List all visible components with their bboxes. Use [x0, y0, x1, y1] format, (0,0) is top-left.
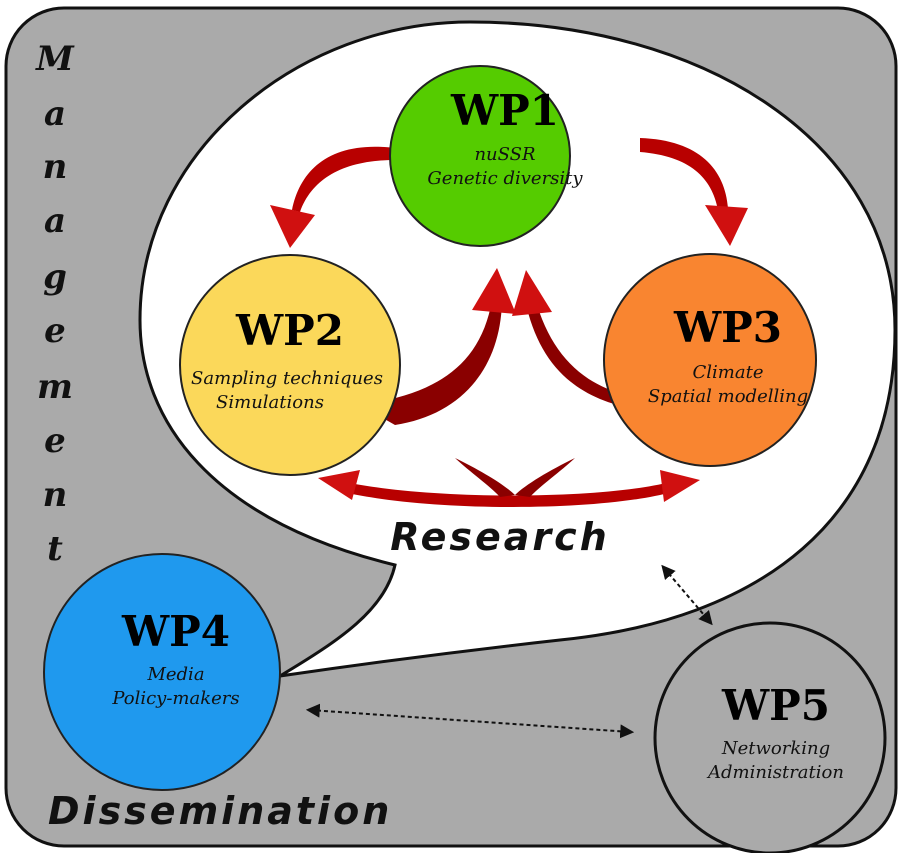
wp3-node: WP3 Climate Spatial modelling: [603, 253, 817, 467]
arrow-bottom-split-left: [455, 458, 515, 497]
wp5-line-2: Administration: [706, 762, 844, 783]
arrowhead-bottom-right: [660, 470, 700, 502]
management-letter: a: [44, 94, 66, 134]
wp3-circle: [603, 253, 817, 467]
arrow-wp1-to-wp2: [292, 146, 395, 212]
wp1-node: WP1 nuSSR Genetic diversity: [389, 65, 583, 247]
dashed-arrow-wp4-wp5: [305, 703, 635, 739]
arrowhead-wp2: [270, 205, 315, 248]
wp4-line-2: Policy-makers: [111, 688, 239, 709]
wp5-circle: [653, 621, 887, 853]
arrowhead-wp3: [705, 205, 748, 246]
management-letter: n: [43, 475, 68, 515]
wp2-line-1: Sampling techniques: [191, 368, 383, 389]
wp5-title: WP5: [721, 681, 830, 730]
management-letter: M: [35, 39, 75, 79]
wp4-circle: [43, 553, 281, 791]
wp1-line-2: Genetic diversity: [427, 168, 583, 189]
management-letter: a: [44, 201, 66, 241]
wp3-line-2: Spatial modelling: [648, 386, 808, 407]
arrow-wp2-wp3-curve: [343, 482, 672, 507]
research-speech-bubble: [138, 20, 897, 678]
dissemination-label: Dissemination: [48, 789, 392, 833]
management-letter: m: [37, 367, 73, 407]
management-label: M a n a g e m e n t: [35, 39, 75, 569]
wp5-line-1: Networking: [721, 738, 830, 759]
wp4-line-1: Media: [146, 664, 204, 685]
arrowhead-wp1-left: [472, 268, 516, 314]
management-letter: n: [43, 147, 68, 187]
wp5-node: WP5 Networking Administration: [653, 621, 887, 853]
wp3-title: WP3: [673, 303, 782, 352]
arrowhead-wp1-right: [512, 270, 552, 316]
management-letter: t: [47, 529, 63, 569]
arrow-bottom-split-right: [515, 458, 575, 497]
management-letter: g: [43, 257, 67, 297]
wp1-title: WP1: [450, 86, 559, 135]
wp1-line-1: nuSSR: [474, 144, 535, 165]
wp3-line-1: Climate: [693, 362, 764, 383]
research-label: Research: [390, 515, 610, 559]
arrowhead-bottom-left: [318, 470, 360, 500]
wp4-node: WP4 Media Policy-makers: [43, 553, 281, 791]
dashed-arrow-research-wp5: [661, 564, 713, 626]
wp2-node: WP2 Sampling techniques Simulations: [179, 254, 401, 476]
wp2-circle: [179, 254, 401, 476]
wp4-title: WP4: [121, 607, 230, 656]
wp1-circle: [389, 65, 571, 247]
management-letter: e: [44, 311, 66, 351]
arrow-wp1-to-wp3: [640, 138, 728, 210]
wp2-title: WP2: [235, 306, 344, 355]
wp2-line-2: Simulations: [216, 392, 324, 413]
management-letter: e: [44, 421, 66, 461]
